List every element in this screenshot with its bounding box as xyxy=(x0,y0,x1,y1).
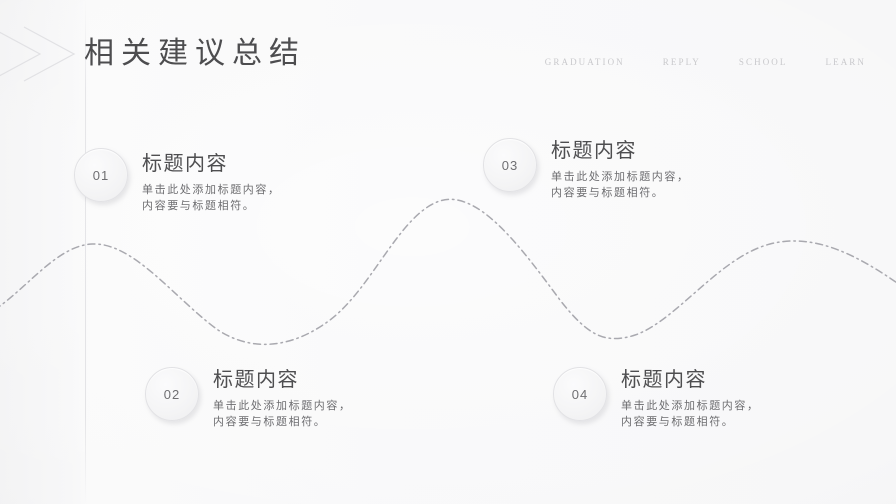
badge-number: 02 xyxy=(163,386,181,402)
block-text-04: 标题内容 单击此处添加标题内容， 内容要与标题相符。 xyxy=(607,367,760,430)
badge-number: 01 xyxy=(92,167,110,183)
block-body: 单击此处添加标题内容， 内容要与标题相符。 xyxy=(551,171,690,199)
top-nav: GRADUATION REPLY SCHOOL LEARN xyxy=(545,57,866,67)
content-block-02[interactable]: 02 标题内容 单击此处添加标题内容， 内容要与标题相符。 xyxy=(145,367,352,430)
block-text-03: 标题内容 单击此处添加标题内容， 内容要与标题相符。 xyxy=(537,138,690,201)
double-chevron-right-icon xyxy=(0,26,76,82)
nav-item-learn[interactable]: LEARN xyxy=(825,57,866,67)
block-title: 标题内容 xyxy=(213,369,299,391)
block-text-01: 标题内容 单击此处添加标题内容， 内容要与标题相符。 xyxy=(128,148,281,214)
nav-item-school[interactable]: SCHOOL xyxy=(738,57,788,67)
badge-circle-03: 03 xyxy=(483,138,537,192)
badge-circle-01: 01 xyxy=(74,148,128,202)
content-block-01[interactable]: 01 标题内容 单击此处添加标题内容， 内容要与标题相符。 xyxy=(74,148,281,214)
badge-number: 04 xyxy=(571,386,589,402)
page-title: 相关建议总结 xyxy=(84,37,306,70)
badge-circle-02: 02 xyxy=(145,367,199,421)
badge-circle-04: 04 xyxy=(553,367,607,421)
badge-number: 03 xyxy=(501,157,519,173)
block-title: 标题内容 xyxy=(551,140,637,162)
content-block-04[interactable]: 04 标题内容 单击此处添加标题内容， 内容要与标题相符。 xyxy=(553,367,760,430)
block-body: 单击此处添加标题内容， 内容要与标题相符。 xyxy=(213,400,352,428)
block-body: 单击此处添加标题内容， 内容要与标题相符。 xyxy=(142,184,281,212)
block-body: 单击此处添加标题内容， 内容要与标题相符。 xyxy=(621,400,760,428)
content-block-03[interactable]: 03 标题内容 单击此处添加标题内容， 内容要与标题相符。 xyxy=(483,138,690,201)
block-title: 标题内容 xyxy=(621,369,707,391)
block-text-02: 标题内容 单击此处添加标题内容， 内容要与标题相符。 xyxy=(199,367,352,430)
nav-item-graduation[interactable]: GRADUATION xyxy=(544,57,625,67)
block-title: 标题内容 xyxy=(142,153,228,175)
nav-item-reply[interactable]: REPLY xyxy=(662,57,701,67)
